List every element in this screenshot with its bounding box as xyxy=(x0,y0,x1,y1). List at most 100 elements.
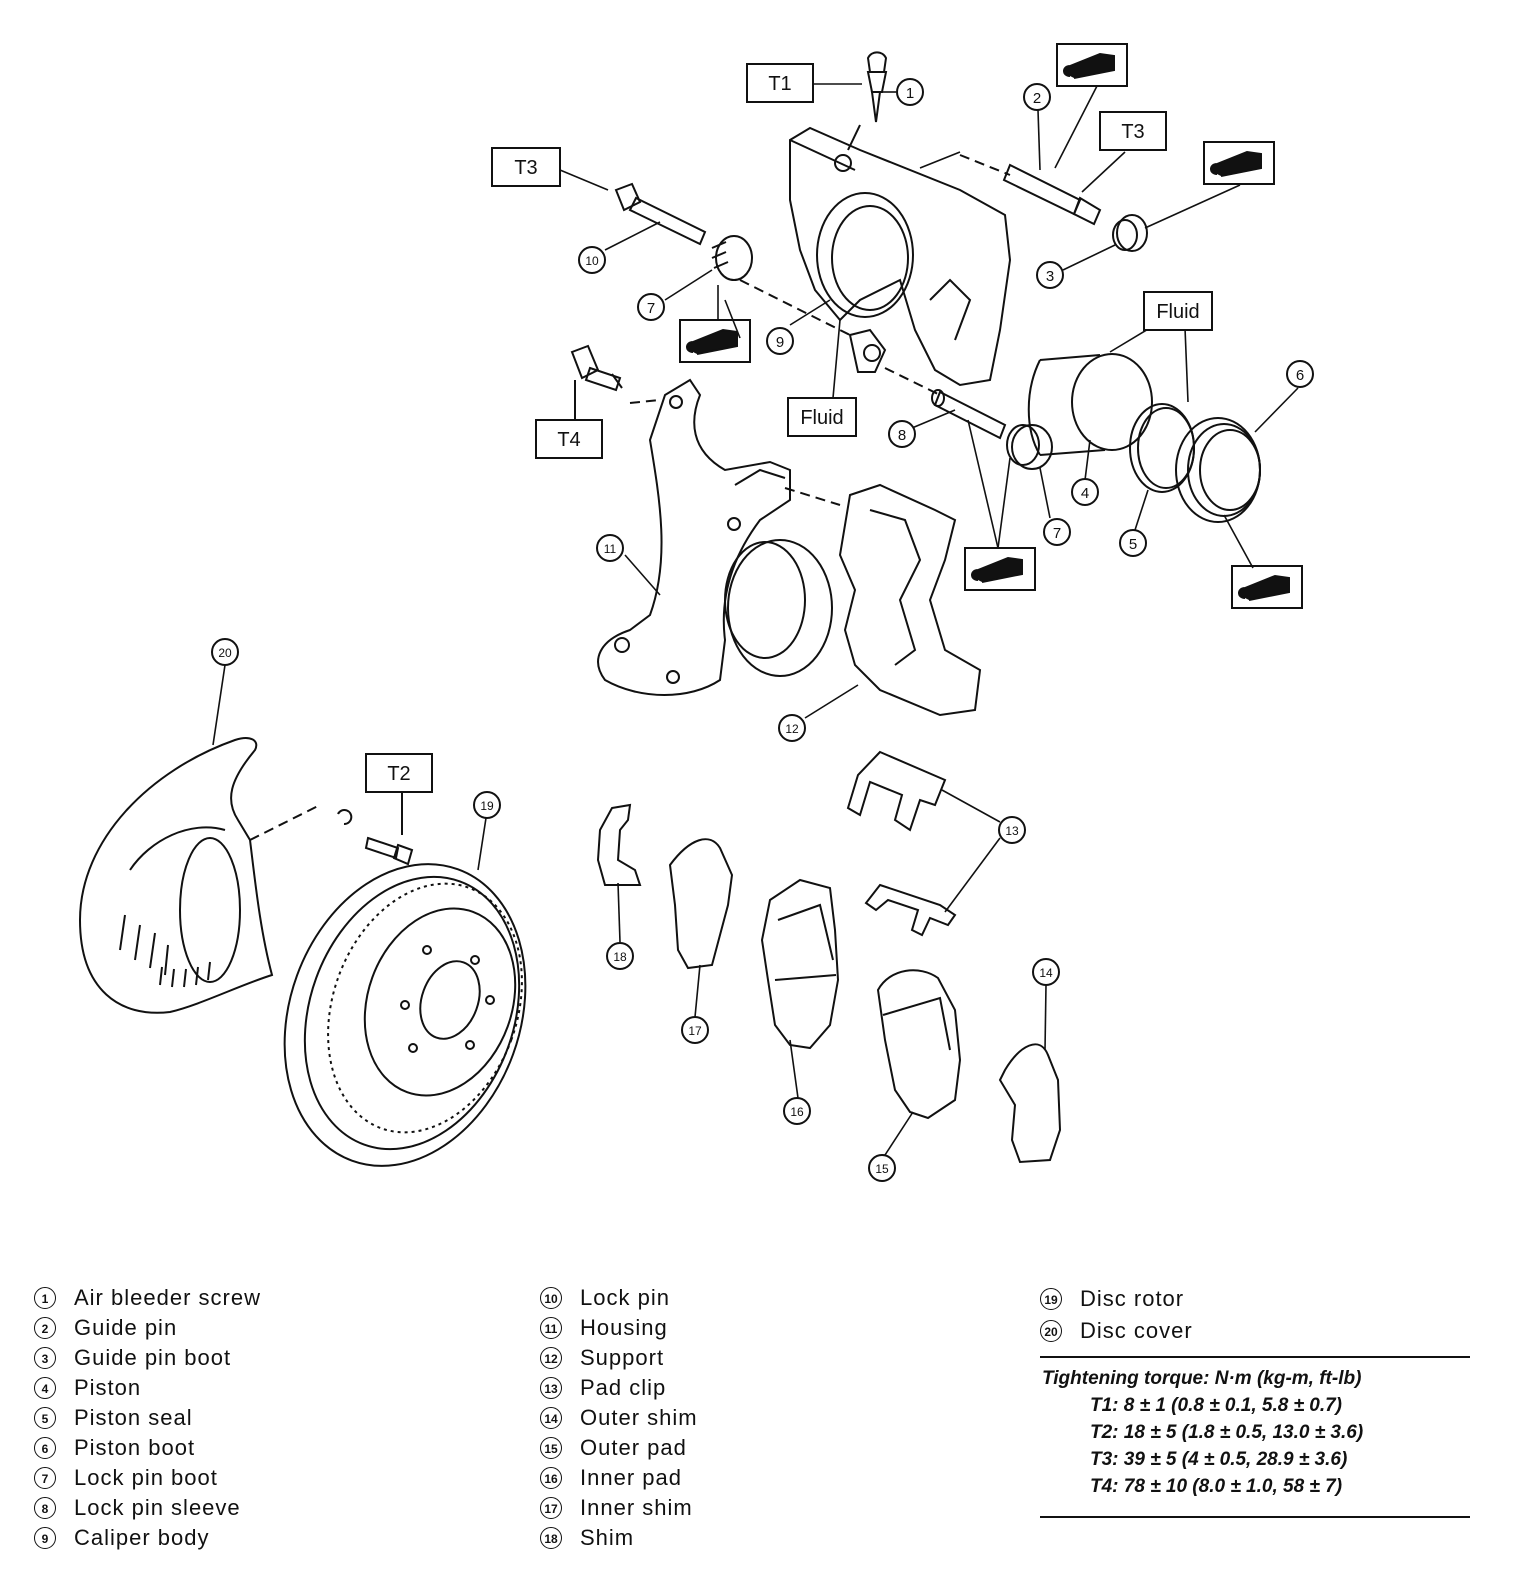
callout-5: 5 xyxy=(1119,529,1147,557)
svg-text:11: 11 xyxy=(604,542,617,556)
callout-17: 17 xyxy=(681,1016,709,1044)
torque-t1: T1: 8 ± 1 (0.8 ± 0.1, 5.8 ± 0.7) xyxy=(1090,1395,1343,1416)
svg-text:T3: T3 xyxy=(1121,121,1144,143)
torque-t2: T2: 18 ± 5 (1.8 ± 0.5, 13.0 ± 3.6) xyxy=(1090,1422,1364,1443)
guide-pin-boot-part xyxy=(1112,214,1148,252)
t2-tag: T2 xyxy=(365,753,433,793)
callout-7-upper: 7 xyxy=(637,293,665,321)
svg-text:T1: T1 xyxy=(768,73,791,95)
t3-tag-guide: T3 xyxy=(1099,111,1167,151)
callout-14: 14 xyxy=(1032,958,1060,986)
svg-text:T4: T4 xyxy=(557,429,580,451)
grease-icon xyxy=(1203,141,1275,185)
air-bleeder-screw-part xyxy=(847,51,888,151)
svg-text:7: 7 xyxy=(647,300,655,317)
callout-7-lower: 7 xyxy=(1043,518,1071,546)
callout-15: 15 xyxy=(868,1154,896,1182)
svg-text:13: 13 xyxy=(1005,824,1019,838)
svg-text:10: 10 xyxy=(585,254,599,268)
t4-tag: T4 xyxy=(535,419,603,459)
t3-tag-lockpin: T3 xyxy=(491,147,561,187)
piston-seal-part xyxy=(1129,403,1195,493)
torque-t4: T4: 78 ± 10 (8.0 ± 1.0, 58 ± 7) xyxy=(1090,1476,1343,1497)
lock-pin-sleeve-part xyxy=(884,367,1007,440)
callout-8: 8 xyxy=(888,420,916,448)
callout-19: 19 xyxy=(473,791,501,819)
caliper-body-part xyxy=(789,126,1012,387)
fluid-tag-piston: Fluid xyxy=(1143,291,1213,331)
grease-icon xyxy=(679,319,751,363)
svg-text:17: 17 xyxy=(688,1024,702,1038)
callout-16: 16 xyxy=(783,1097,811,1125)
t1-tag: T1 xyxy=(746,63,814,103)
svg-text:4: 4 xyxy=(1081,485,1089,502)
callout-20: 20 xyxy=(211,638,239,666)
svg-text:7: 7 xyxy=(1053,525,1061,542)
callout-1: 1 xyxy=(896,78,924,106)
shim-part xyxy=(596,803,642,886)
svg-text:6: 6 xyxy=(1296,367,1304,384)
guide-pin-part xyxy=(959,154,1102,226)
callout-4: 4 xyxy=(1071,478,1099,506)
leader-lines xyxy=(212,85,1299,1156)
lock-pin-boot-lower-part xyxy=(1006,424,1053,470)
callout-11: 11 xyxy=(596,534,624,562)
svg-text:15: 15 xyxy=(875,1162,889,1176)
svg-text:18: 18 xyxy=(613,950,627,964)
svg-text:8: 8 xyxy=(898,427,906,444)
piston-boot-part xyxy=(1175,417,1261,523)
svg-text:T2: T2 xyxy=(387,763,410,785)
grease-icon xyxy=(964,547,1036,591)
svg-text:14: 14 xyxy=(1039,966,1053,980)
callout-18: 18 xyxy=(606,942,634,970)
lock-pin-part xyxy=(614,182,851,336)
svg-text:3: 3 xyxy=(1046,268,1054,285)
housing-part xyxy=(597,378,841,696)
svg-text:5: 5 xyxy=(1129,536,1137,553)
inner-shim-part xyxy=(668,838,734,970)
support-part xyxy=(838,483,982,717)
lock-pin-boot-upper-part xyxy=(711,235,753,281)
torque-t3: T3: 39 ± 5 (4 ± 0.5, 28.9 ± 3.6) xyxy=(1090,1449,1348,1470)
inner-pad-part xyxy=(760,878,840,1050)
pad-clip-part xyxy=(846,750,957,937)
callout-6: 6 xyxy=(1286,360,1314,388)
outer-shim-part xyxy=(998,1043,1062,1164)
svg-text:9: 9 xyxy=(776,334,784,351)
svg-text:Fluid: Fluid xyxy=(800,407,843,429)
exploded-brake-diagram: T1 T3 T3 T4 T2 Fluid Fluid 1 2 3 4 5 6 7… xyxy=(78,43,1314,1182)
piston-part xyxy=(1027,353,1153,456)
svg-text:T3: T3 xyxy=(514,157,537,179)
callout-2: 2 xyxy=(1023,83,1051,111)
callout-12: 12 xyxy=(778,714,806,742)
callout-3: 3 xyxy=(1036,261,1064,289)
svg-text:16: 16 xyxy=(790,1105,804,1119)
svg-text:19: 19 xyxy=(480,799,494,813)
tightening-torque-table: Tightening torque: N·m (kg-m, ft-lb) T1:… xyxy=(1040,1356,1470,1518)
svg-text:12: 12 xyxy=(785,722,799,736)
fluid-tag-caliper: Fluid xyxy=(787,397,857,437)
t4-bolt-part xyxy=(570,344,623,420)
disc-cover-part xyxy=(78,737,321,1014)
callout-9: 9 xyxy=(766,327,794,355)
svg-text:20: 20 xyxy=(218,646,232,660)
